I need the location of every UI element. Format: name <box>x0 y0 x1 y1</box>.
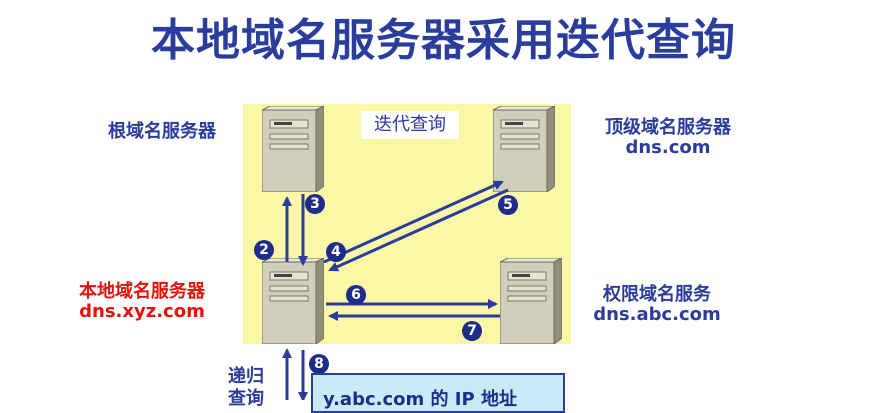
tld-server-name: 顶级域名服务器 <box>605 117 731 138</box>
query-arrows <box>282 180 509 400</box>
iterative-query-label: 迭代查询 <box>361 111 459 139</box>
step-badge: 8 <box>309 354 329 374</box>
step-badge: 5 <box>498 195 518 215</box>
local-server-host: dns.xyz.com <box>79 301 205 322</box>
tld-server-label-group: 顶级域名服务器 dns.com <box>588 118 748 158</box>
tld-server-icon <box>493 106 555 192</box>
arrow-step-4 <box>323 180 504 264</box>
local-server-label-group: 本地域名服务器 dns.xyz.com <box>62 282 222 322</box>
local-server-name: 本地域名服务器 <box>79 281 205 302</box>
step-badge: 4 <box>326 242 346 262</box>
step-badge: 3 <box>305 194 325 214</box>
tld-server-host: dns.com <box>625 137 711 158</box>
arrow-step-5 <box>328 188 509 272</box>
step-badge: 7 <box>462 321 482 341</box>
step-badge: 6 <box>346 285 366 305</box>
recursive-query-label: 递归查询 <box>228 366 264 409</box>
step-badge: 2 <box>254 240 274 260</box>
root-server-label: 根域名服务器 <box>108 121 216 142</box>
auth-server-label-group: 权限域名服务 dns.abc.com <box>582 285 732 325</box>
auth-server-name: 权限域名服务 <box>603 284 711 305</box>
page-title: 本地域名服务器采用迭代查询 <box>151 15 736 66</box>
local-server-icon <box>262 258 324 344</box>
answer-box: y.abc.com 的 IP 地址 <box>311 373 565 413</box>
auth-server-host: dns.abc.com <box>593 304 721 325</box>
auth-server-icon <box>500 258 562 344</box>
root-server-icon <box>262 106 324 192</box>
